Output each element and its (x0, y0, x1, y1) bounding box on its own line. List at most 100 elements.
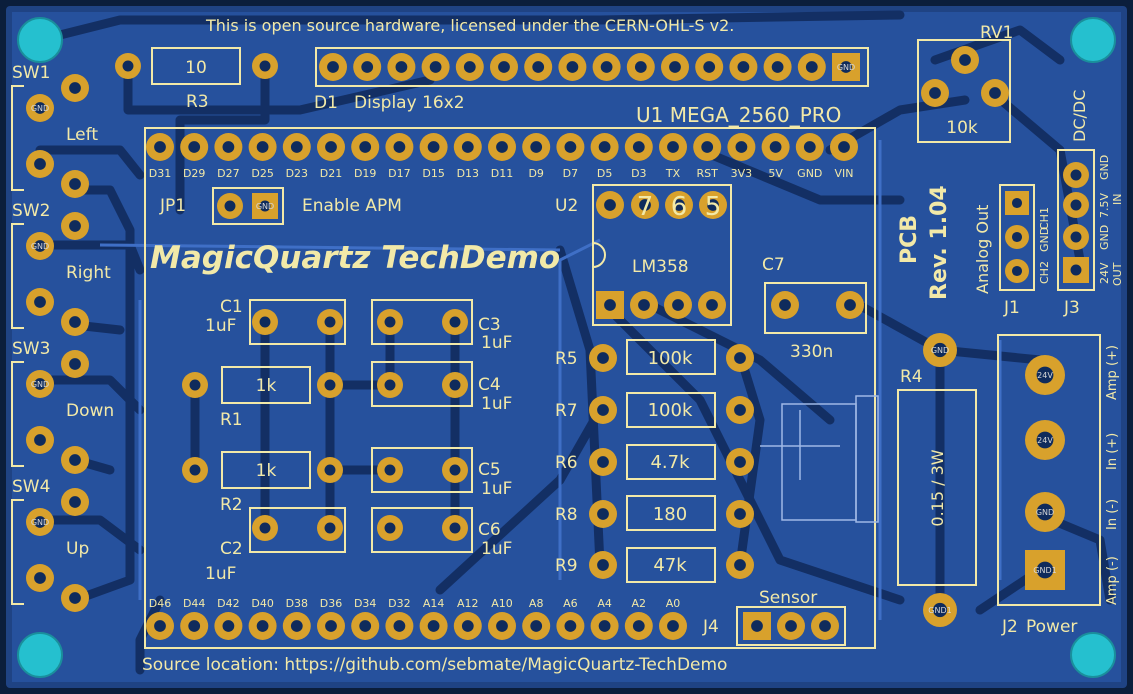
j4-outline (736, 606, 846, 646)
c5-ref: C5 (478, 460, 501, 480)
r4-ref: R4 (900, 367, 923, 387)
r3-pad (252, 53, 278, 79)
c7-outline (764, 282, 867, 334)
switch-pad (61, 74, 89, 102)
j4-pin (743, 612, 771, 640)
j4-pin (777, 612, 805, 640)
u1-top-pin-label: D31 (149, 167, 171, 180)
d1-pin (763, 53, 792, 81)
mount-hole-bottom-right (1070, 632, 1116, 678)
j2-outline (997, 334, 1101, 606)
jp1-pad (217, 193, 243, 219)
c1-value: 1uF (205, 316, 236, 336)
u1-bottom-pin (453, 612, 482, 640)
resistor-pad (589, 396, 617, 424)
pad-net-label: GND (837, 63, 855, 72)
capacitor-pad (317, 309, 343, 335)
capacitor-pad (377, 309, 403, 335)
r1-value: 1k (256, 376, 277, 396)
u1-bottom-pin-label: A14 (423, 597, 445, 610)
u1-top-pin (590, 133, 619, 161)
pcb-label: PCB (897, 215, 922, 264)
pad-net-label: GND (31, 518, 49, 527)
r5-ref: R5 (555, 349, 578, 369)
resistor-pad (726, 448, 754, 476)
switch-ref: SW1 (12, 63, 50, 83)
u1-bottom-pin (488, 612, 516, 640)
u1-top-pin (624, 133, 653, 161)
resistor-pad (589, 448, 617, 476)
j1-pin (1005, 259, 1029, 283)
j1-pin (1005, 225, 1029, 249)
u1-top-pin-label: D19 (354, 167, 376, 180)
c3-ref: C3 (478, 315, 501, 335)
u2-notch (592, 242, 606, 268)
c2-body (249, 507, 346, 553)
r3-value: 10 (185, 58, 207, 78)
switch-pad (61, 584, 89, 612)
resistor-pad (726, 396, 754, 424)
j3-pin-label: GND (1098, 155, 1111, 180)
u2-value: LM358 (632, 257, 689, 277)
rv1-value: 10k (946, 118, 978, 138)
rv1-pad (951, 46, 979, 74)
j4-ref: J4 (702, 617, 719, 637)
switch-pad (61, 308, 89, 336)
component-labels: 10R31kR11kR2100kR5100kR74.7kR6180R847kR9… (185, 23, 1013, 584)
j1-ref: J1 (1003, 298, 1020, 318)
d1-pin (661, 53, 689, 81)
u1-top-pin (795, 133, 824, 161)
display-label: Display 16x2 (354, 93, 465, 113)
u2-pin (665, 191, 693, 219)
d1-pin (319, 53, 347, 81)
resistor-pad (726, 344, 754, 372)
j3-pin-label: 7.5V (1098, 193, 1111, 218)
switch-pad (26, 426, 54, 454)
switch-pad (26, 288, 54, 316)
c4-value: 1uF (481, 394, 512, 414)
r8-ref: R8 (555, 505, 578, 525)
u1-top-pin (214, 133, 243, 161)
capacitor-pad (377, 515, 403, 541)
u1-bottom-pin-label: D34 (354, 597, 376, 610)
pad-net-label: GND (31, 380, 49, 389)
d1-pin (353, 53, 382, 81)
u1-top-pin-label: D27 (217, 167, 239, 180)
c7-pad (771, 291, 799, 319)
j3-pin-label: IN (1111, 194, 1124, 205)
u1-top-pin (522, 133, 551, 161)
u1-top-pin-label: TX (665, 167, 681, 180)
u1-top-pin-label: D15 (422, 167, 444, 180)
u2-pin-number: 5 (705, 192, 722, 222)
sw3-bracket (11, 361, 24, 467)
c7-value: 330n (790, 342, 833, 362)
u1-bottom-pin-label: D40 (251, 597, 273, 610)
c5-value: 1uF (481, 479, 512, 499)
u1-top-pin-label: 3V3 (731, 167, 753, 180)
u1-bottom-pin (556, 612, 585, 640)
u1-bottom-pin-label: D42 (217, 597, 239, 610)
dcdc-label: DC/DC (1070, 90, 1089, 142)
pad-net-label: GND1 (928, 606, 951, 615)
r6-body (626, 444, 716, 480)
u1-top-pin (317, 133, 345, 161)
j3-ref: J3 (1063, 298, 1080, 318)
resistor-pad (726, 500, 754, 528)
u2-pin-number: 6 (671, 192, 688, 222)
j1-outline (999, 184, 1035, 291)
u1-top-pin (830, 133, 858, 161)
u1-top-pin (282, 133, 311, 161)
switch-pad: GND (26, 508, 54, 536)
j3-pin (1063, 162, 1089, 188)
d1-ref: D1 (314, 93, 338, 113)
r3-ref: R3 (186, 92, 209, 112)
c6-value: 1uF (481, 539, 512, 559)
u2-pin (596, 191, 624, 219)
r5-body (626, 339, 716, 375)
r3-body (151, 47, 241, 85)
board-title: MagicQuartz TechDemo (150, 240, 560, 276)
analog-out-label: Analog Out (973, 205, 992, 294)
u1-bottom-pin (385, 612, 414, 640)
